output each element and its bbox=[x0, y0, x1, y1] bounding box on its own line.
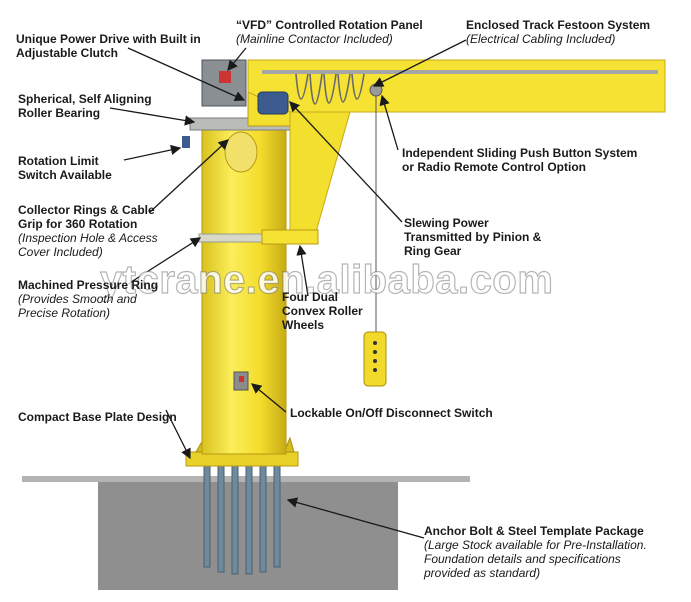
watermark-text: ytcrane.en.alibaba.com bbox=[99, 257, 554, 302]
knee-brace bbox=[289, 111, 351, 233]
crane-column bbox=[201, 121, 287, 455]
leader-lines bbox=[109, 39, 467, 539]
trolley-wheel bbox=[369, 83, 383, 97]
label-festoon: Enclosed Track Festoon System (Electrica… bbox=[466, 18, 651, 46]
inspection-cover bbox=[224, 131, 258, 173]
festoon-cables bbox=[295, 73, 365, 105]
disconnect-handle bbox=[239, 376, 244, 382]
vfd-indicator bbox=[219, 71, 231, 83]
label-anchor-bolt: Anchor Bolt & Steel Template Package (La… bbox=[424, 524, 647, 580]
label-vfd-panel: “VFD” Controlled Rotation Panel (Mainlin… bbox=[236, 18, 423, 46]
label-machined-pressure: Machined Pressure Ring (Provides Smooth … bbox=[18, 278, 159, 320]
label-disconnect: Lockable On/Off Disconnect Switch bbox=[290, 406, 493, 420]
wheel-carriage bbox=[261, 229, 319, 245]
label-base-plate: Compact Base Plate Design bbox=[18, 410, 177, 424]
drive-motor bbox=[257, 91, 289, 115]
pendant-buttons bbox=[373, 341, 377, 372]
limit-switch bbox=[182, 136, 190, 148]
